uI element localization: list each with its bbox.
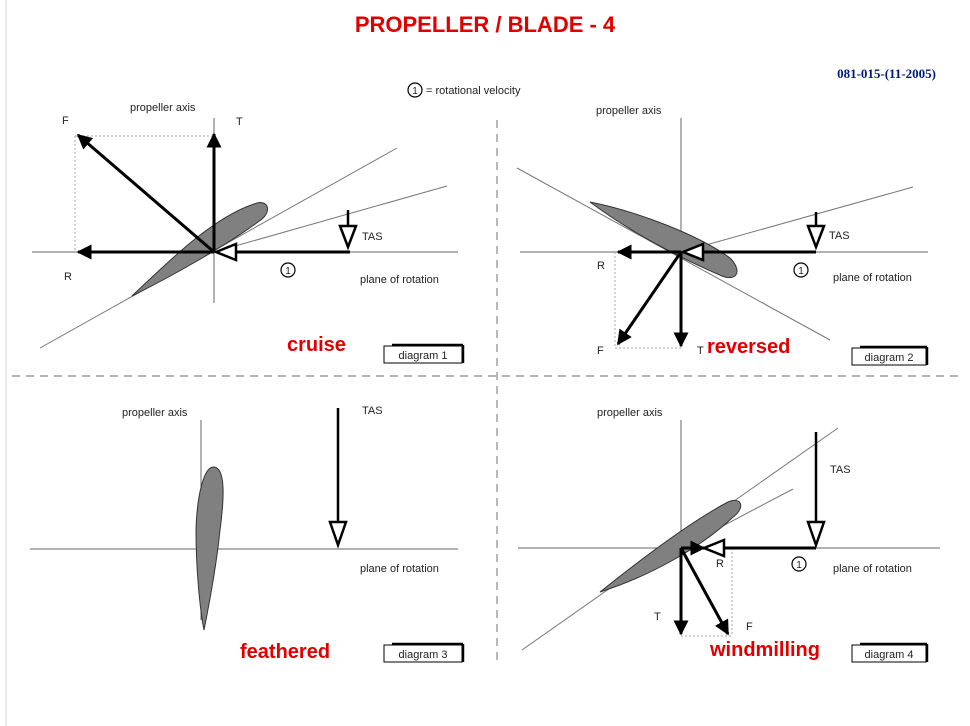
- tas-arrowhead: [338, 224, 358, 251]
- thrust-label: T: [236, 116, 243, 128]
- diagram-3-feathered: propeller axis TAS plane of rotation dia…: [30, 405, 465, 663]
- rotational-velocity-arrowhead: [679, 242, 705, 262]
- tas-arrowhead: [806, 224, 826, 251]
- propeller-axis-label: propeller axis: [597, 407, 663, 419]
- legend-symbol-number: 1: [412, 86, 418, 97]
- tas-arrowhead: [328, 520, 348, 549]
- mode-label-reversed: reversed: [707, 336, 791, 358]
- reference-code: 081-015-(11-2005): [837, 66, 936, 81]
- rotational-velocity-arrowhead: [700, 538, 726, 558]
- total-force-vector-arrow: [76, 133, 215, 254]
- rotational-velocity-label: 1: [285, 266, 291, 277]
- diagram-label: diagram 4: [865, 649, 914, 661]
- tas-label: TAS: [829, 230, 850, 242]
- rotational-velocity-arrowhead: [212, 242, 238, 262]
- tas-label: TAS: [362, 231, 383, 243]
- diagram-4-windmilling: 1 propeller axis T F R TAS plane of rota…: [518, 407, 940, 663]
- thrust-label: T: [697, 345, 704, 357]
- plane-of-rotation-label: plane of rotation: [833, 563, 912, 575]
- legend-text: = rotational velocity: [426, 85, 521, 97]
- diagram-label: diagram 3: [399, 649, 448, 661]
- propeller-axis-label: propeller axis: [596, 105, 662, 117]
- total-force-label: F: [62, 115, 69, 127]
- rotational-velocity-symbol: [280, 262, 296, 278]
- blade-airfoil: [131, 202, 268, 297]
- tas-label: TAS: [830, 464, 851, 476]
- total-force-vector-arrow: [679, 547, 730, 636]
- rotational-velocity-symbol: [407, 82, 423, 98]
- tas-arrowhead: [806, 520, 826, 549]
- legend: 1 = rotational velocity: [407, 82, 521, 98]
- mode-label-windmilling: windmilling: [710, 639, 820, 661]
- total-force-label: F: [746, 621, 753, 633]
- blade-airfoil: [599, 500, 742, 593]
- plane-of-rotation-label: plane of rotation: [360, 274, 439, 286]
- blade-airfoil: [195, 466, 224, 631]
- rotational-velocity-label: 1: [796, 560, 802, 571]
- plane-of-rotation-label: plane of rotation: [833, 272, 912, 284]
- chord-line: [516, 167, 831, 341]
- relative-airflow-line: [680, 186, 914, 253]
- thrust-label: T: [654, 611, 661, 623]
- total-force-vector-arrow: [616, 251, 683, 346]
- tas-label: TAS: [362, 405, 383, 417]
- page-title: PROPELLER / BLADE - 4: [354, 12, 616, 37]
- diagram-label: diagram 1: [399, 350, 448, 362]
- resistance-label: R: [64, 271, 72, 283]
- diagram-2-reversed: 1 propeller axis T F R TAS plane of rota…: [516, 105, 929, 366]
- resistance-label: R: [716, 558, 724, 570]
- relative-airflow-line: [213, 185, 448, 253]
- mode-label-feathered: feathered: [240, 641, 331, 663]
- rotational-velocity-symbol: [793, 262, 809, 278]
- total-force-label: F: [597, 345, 604, 357]
- mode-label-cruise: cruise: [287, 334, 346, 356]
- propeller-axis-label: propeller axis: [122, 407, 188, 419]
- blade-airfoil: [589, 201, 738, 278]
- propeller-axis-label: propeller axis: [130, 102, 196, 114]
- diagram-1-cruise: 1 propeller axis T F R TAS plane of rota…: [32, 102, 465, 364]
- diagram-label: diagram 2: [865, 352, 914, 364]
- plane-of-rotation-label: plane of rotation: [360, 563, 439, 575]
- rotational-velocity-symbol: [791, 556, 807, 572]
- rotational-velocity-label: 1: [798, 266, 804, 277]
- resistance-label: R: [597, 260, 605, 272]
